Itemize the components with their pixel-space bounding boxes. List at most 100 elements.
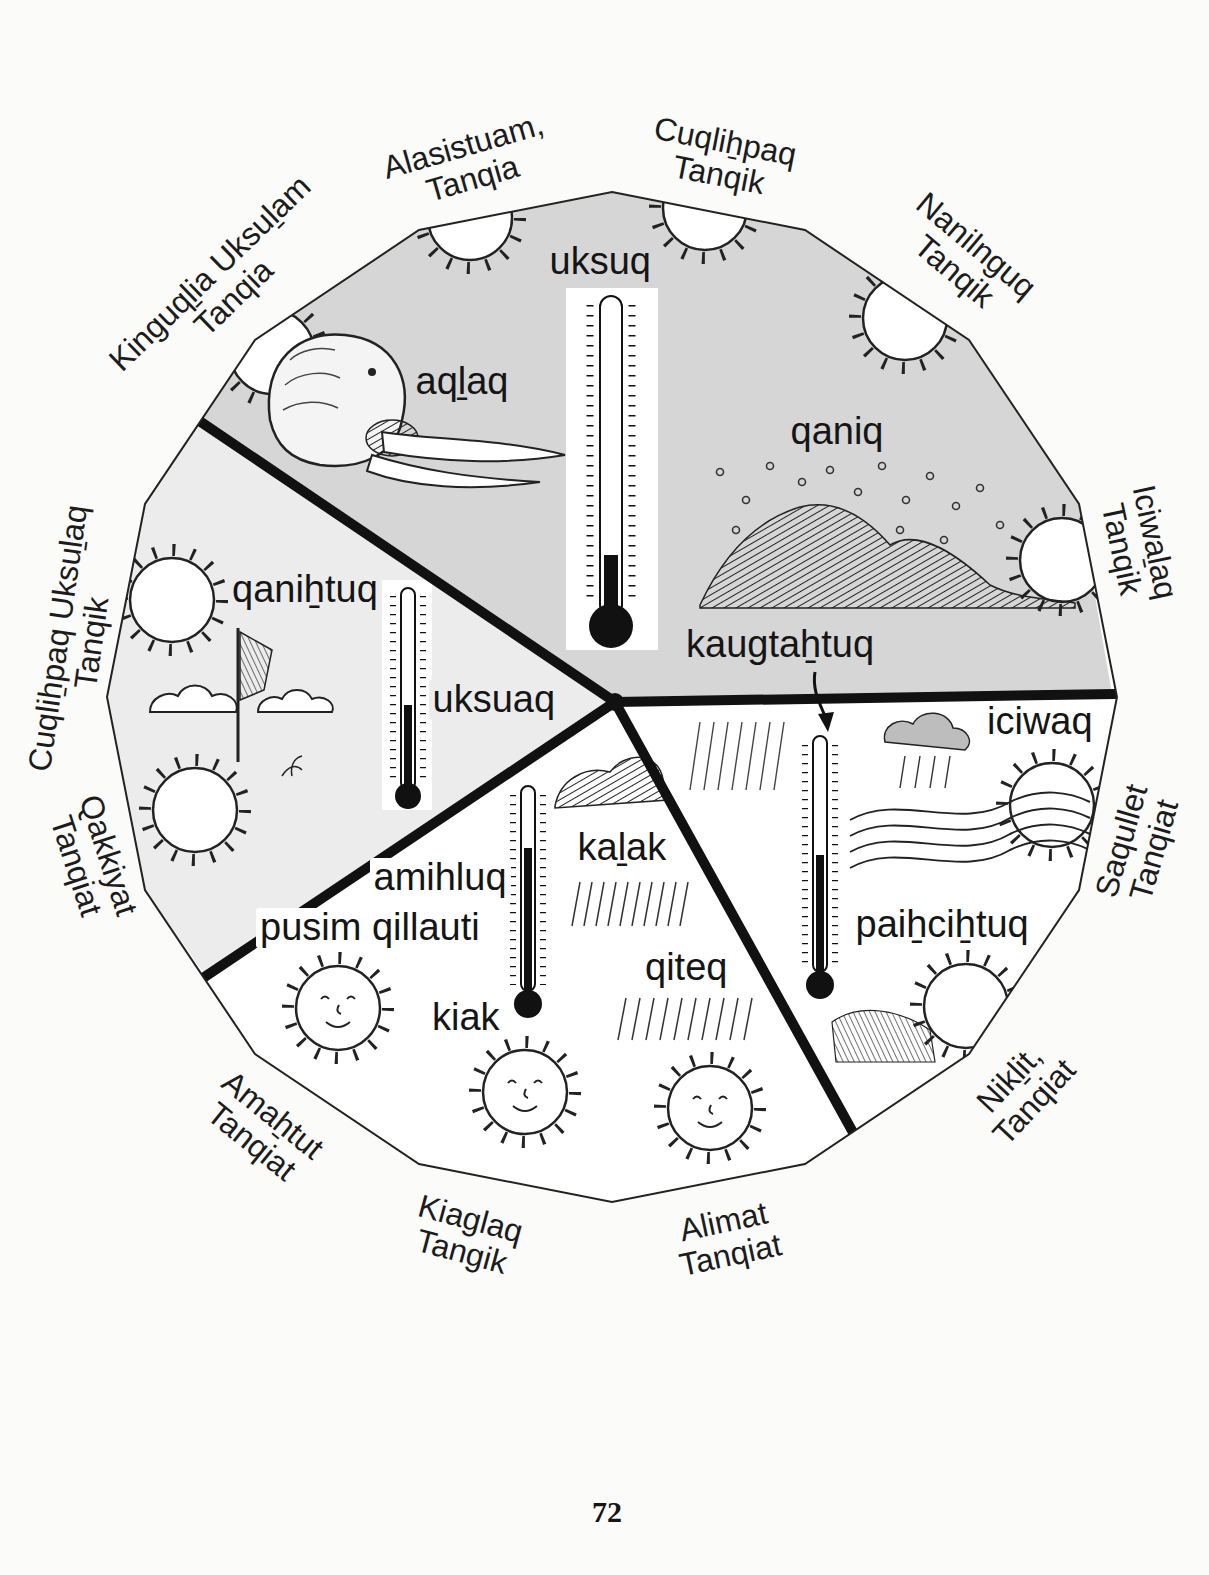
season-dividers-part <box>606 693 624 711</box>
river-drawing-part <box>850 793 1090 868</box>
season-term: qaniẖtuq <box>228 570 382 610</box>
thermometers-part <box>587 305 594 600</box>
snow-drawing-part-part <box>941 537 948 544</box>
sun-icons-part <box>508 1081 542 1112</box>
river-drawing-part-part <box>850 841 1090 868</box>
flag-and-clouds-drawing-part <box>237 628 240 762</box>
river-drawing-part-part <box>900 756 905 788</box>
thermometers-part <box>390 596 396 778</box>
flag-and-clouds-drawing-part <box>150 686 237 713</box>
rain-clouds-drawing-part-part <box>646 998 654 1040</box>
sun-icons-part <box>475 1042 575 1142</box>
thermometers-part <box>382 580 432 810</box>
rain-clouds-drawing-part-part <box>608 882 616 926</box>
walrus-drawing-part <box>368 368 376 376</box>
thermometers-part <box>832 745 838 965</box>
rain-clouds-drawing-part-part <box>680 882 688 926</box>
wheel-interior <box>100 158 1130 1210</box>
thermometers-part <box>510 795 516 985</box>
pointer-arrow-part <box>818 712 834 732</box>
snow-drawing-part-part <box>879 463 886 470</box>
snow-drawing-part-part <box>767 463 774 470</box>
month-label: Cuqliẖpaq Uksuḻaq Tanqik <box>21 487 129 793</box>
pointer-arrow-part <box>814 672 825 716</box>
rain-clouds-drawing-part-part <box>618 998 626 1040</box>
season-dividers-part <box>615 702 855 1136</box>
rain-clouds-drawing-part-part <box>744 998 752 1040</box>
rain-clouds-drawing-part-part <box>718 722 728 790</box>
month-label: Cuqliẖpaq Tanqik <box>622 107 821 209</box>
river-drawing-part <box>832 1010 935 1062</box>
season-term: kaugtaẖtuq <box>682 625 878 665</box>
pointer-arrow <box>814 672 834 732</box>
rain-clouds-drawing-part-part <box>632 882 640 926</box>
rain-clouds-drawing-part-part <box>688 998 696 1040</box>
thermometers-part <box>589 604 633 648</box>
month-label: Nanilnguq Tanqik <box>871 171 1060 345</box>
rain-clouds-drawing-part-part <box>656 882 664 926</box>
rain-clouds-drawing-part-part <box>668 882 676 926</box>
sun-icons <box>122 158 1112 1158</box>
thermometers-part <box>524 848 532 998</box>
snow-drawing-part-part <box>897 527 904 534</box>
month-label: Kiaglaq Tangik <box>385 1183 547 1287</box>
month-label: Iciwaḻaq Tanqik <box>1089 460 1188 630</box>
sun-icons-part <box>122 550 222 650</box>
month-label: Nikḻit, Tanqiat <box>950 1016 1095 1164</box>
month-label: Saqullet Tanqiat <box>1084 759 1193 931</box>
rain-clouds-drawing-part-part <box>730 998 738 1040</box>
snow-drawing-part <box>700 505 1075 608</box>
walrus-drawing-part <box>382 432 565 461</box>
thermometers-part <box>540 795 546 985</box>
rain-clouds-drawing-part-part <box>746 722 756 790</box>
river-drawing-part-part <box>915 756 920 788</box>
month-label: Qakkiyat Tanqiat <box>34 769 150 951</box>
snow-drawing-part-part <box>997 522 1004 529</box>
rain-clouds-drawing-part-part <box>596 882 604 926</box>
season-term: qaniq <box>787 412 888 452</box>
sun-icons-part <box>693 1097 727 1128</box>
season-dividers <box>198 420 1115 1136</box>
thermometers-part <box>816 855 824 980</box>
rain-clouds-drawing-part-part <box>690 722 700 790</box>
season-dividers-part <box>615 694 1115 702</box>
sun-icons-part <box>855 268 955 368</box>
thermometers-part <box>798 730 842 1002</box>
walrus-drawing <box>269 334 565 487</box>
snow-drawing-part-part <box>733 527 740 534</box>
snow-drawing-part-part <box>717 469 724 476</box>
rain-clouds-drawing-part-part <box>584 882 592 926</box>
season-dividers-part <box>203 702 615 978</box>
rain-clouds-drawing-part <box>690 722 784 790</box>
rain-clouds-drawing-part-part <box>644 882 652 926</box>
thermometers-part <box>802 745 808 965</box>
thermometers-part <box>507 780 551 1020</box>
season-term: iciwaq <box>983 702 1097 742</box>
walrus-drawing-part <box>283 348 340 410</box>
season-term: uksuaq <box>429 680 560 720</box>
rain-clouds-drawing <box>555 722 784 1040</box>
wheel-outline <box>107 192 1117 1202</box>
snow-drawing-part-part <box>953 503 960 510</box>
season-term: kiak <box>428 998 504 1038</box>
season-term: kaḻak <box>574 828 671 868</box>
sun-icons-part <box>288 958 388 1058</box>
rain-clouds-drawing-part-part <box>620 882 628 926</box>
snow-drawing-part-part <box>855 489 862 496</box>
snow-drawing-part-part <box>743 497 750 504</box>
sun-icons-part <box>145 760 245 860</box>
month-label: Amaẖtut Tanqiat <box>179 1052 346 1205</box>
season-term: aqḻaq <box>412 362 513 402</box>
flag-and-clouds-drawing-part <box>282 756 302 776</box>
river-drawing-part-part <box>850 809 1090 836</box>
month-label: Alimat Tanqiat <box>647 1190 808 1287</box>
river-drawing-part-part <box>930 756 935 788</box>
season-term: qiteq <box>641 948 731 988</box>
river-drawing-part-part <box>945 756 950 788</box>
rain-clouds-drawing-part-part <box>702 998 710 1040</box>
season-term: paiẖciẖtuq <box>852 905 1033 945</box>
season-dividers-part <box>198 420 615 702</box>
snow-drawing-part-part <box>799 479 806 486</box>
snow-drawing-part-part <box>977 485 984 492</box>
